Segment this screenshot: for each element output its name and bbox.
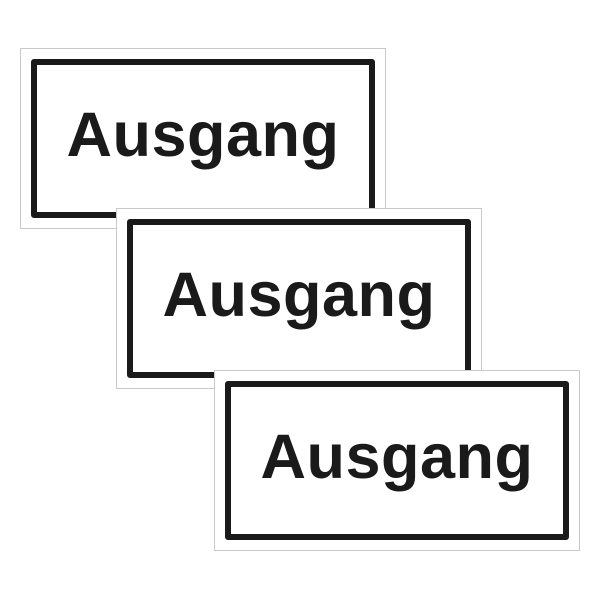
- exit-sign-bottom-label: Ausgang: [260, 422, 534, 492]
- exit-sign-middle-frame: Ausgang: [127, 219, 471, 378]
- exit-sign-bottom-frame: Ausgang: [225, 381, 569, 540]
- exit-sign-middle: Ausgang: [116, 208, 482, 389]
- exit-sign-top: Ausgang: [20, 48, 386, 229]
- exit-sign-bottom: Ausgang: [214, 370, 580, 551]
- exit-sign-middle-label: Ausgang: [162, 260, 436, 330]
- exit-sign-top-label: Ausgang: [66, 100, 340, 170]
- exit-sign-top-frame: Ausgang: [31, 59, 375, 218]
